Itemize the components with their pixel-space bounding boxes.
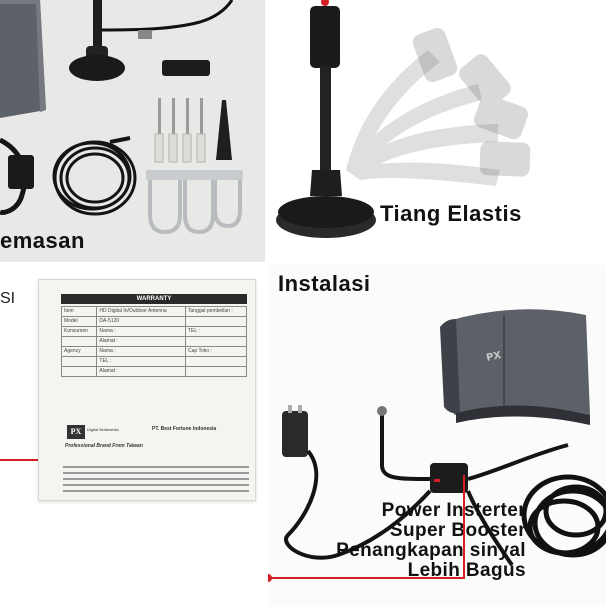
booster-pointer-vertical [463,475,465,579]
warranty-cell: Cap Toko : [184,346,248,357]
warranty-row: Alamat : [60,336,248,347]
warranty-cell: DA-5120 [96,316,186,327]
warranty-cell: Agency [60,346,98,357]
booster-caption-line-4: Lebih Bagus [407,560,526,581]
warranty-cell: Tanggal pembelian : [184,306,248,317]
warranty-cell [60,356,98,367]
warranty-cell: TEL : [96,356,186,367]
svg-text:PX: PX [485,350,502,364]
flexible-pole-photo [268,0,606,262]
booster-caption: Power Insterter Super Booster Penangkapa… [336,501,526,581]
px-logo: PX [67,425,85,439]
warranty-cell: Nama : [96,326,186,337]
warranty-company: PT. Best Fortune Indonesia [152,426,217,432]
warranty-cell: Model [60,316,98,327]
installation-label: Instalasi [278,271,371,296]
warranty-cell: HD Digital In/Outdoor Antenna [96,306,186,317]
warranty-row: Alamat : [60,366,248,377]
warranty-cell [184,316,248,327]
package-label: emasan [0,228,85,253]
booster-caption-line-3: Penangkapan sinyal [336,540,526,561]
warranty-card-header: WARRANTY [61,294,247,304]
warranty-tagline: Professional Brand From Taiwan [65,443,143,449]
warranty-cell: Item [60,306,98,317]
installation-photo: PX [268,265,606,606]
warranty-cell: Alamat : [96,336,186,347]
warranty-partial-label: SI [0,290,16,307]
booster-caption-line-2: Super Booster [389,520,526,541]
warranty-pointer-line [0,459,40,461]
warranty-cell [184,336,248,347]
warranty-fine-print [63,466,249,496]
booster-pointer-dot [268,574,272,582]
warranty-row: TEL : [60,356,248,367]
booster-pointer-horizontal [268,577,465,579]
warranty-cell [60,366,98,377]
booster-caption-line-1: Power Insterter [381,500,526,521]
warranty-cell [184,366,248,377]
warranty-cell [184,356,248,367]
installation-panel: PX Instalasi Power Insterter Super Boost… [268,265,606,606]
package-contents-panel: emasan [0,0,265,262]
package-contents-photo [0,0,265,262]
warranty-cell [60,336,98,347]
warranty-cell: Konsumen [60,326,98,337]
warranty-brand: Digital Multimedia [87,427,119,432]
warranty-cell: TEL : [184,326,248,337]
flexible-pole-panel: Tiang Elastis [268,0,606,262]
flexible-pole-label: Tiang Elastis [380,201,522,226]
warranty-cell: Alamat : [96,366,186,377]
warranty-cell: Nama : [96,346,186,357]
